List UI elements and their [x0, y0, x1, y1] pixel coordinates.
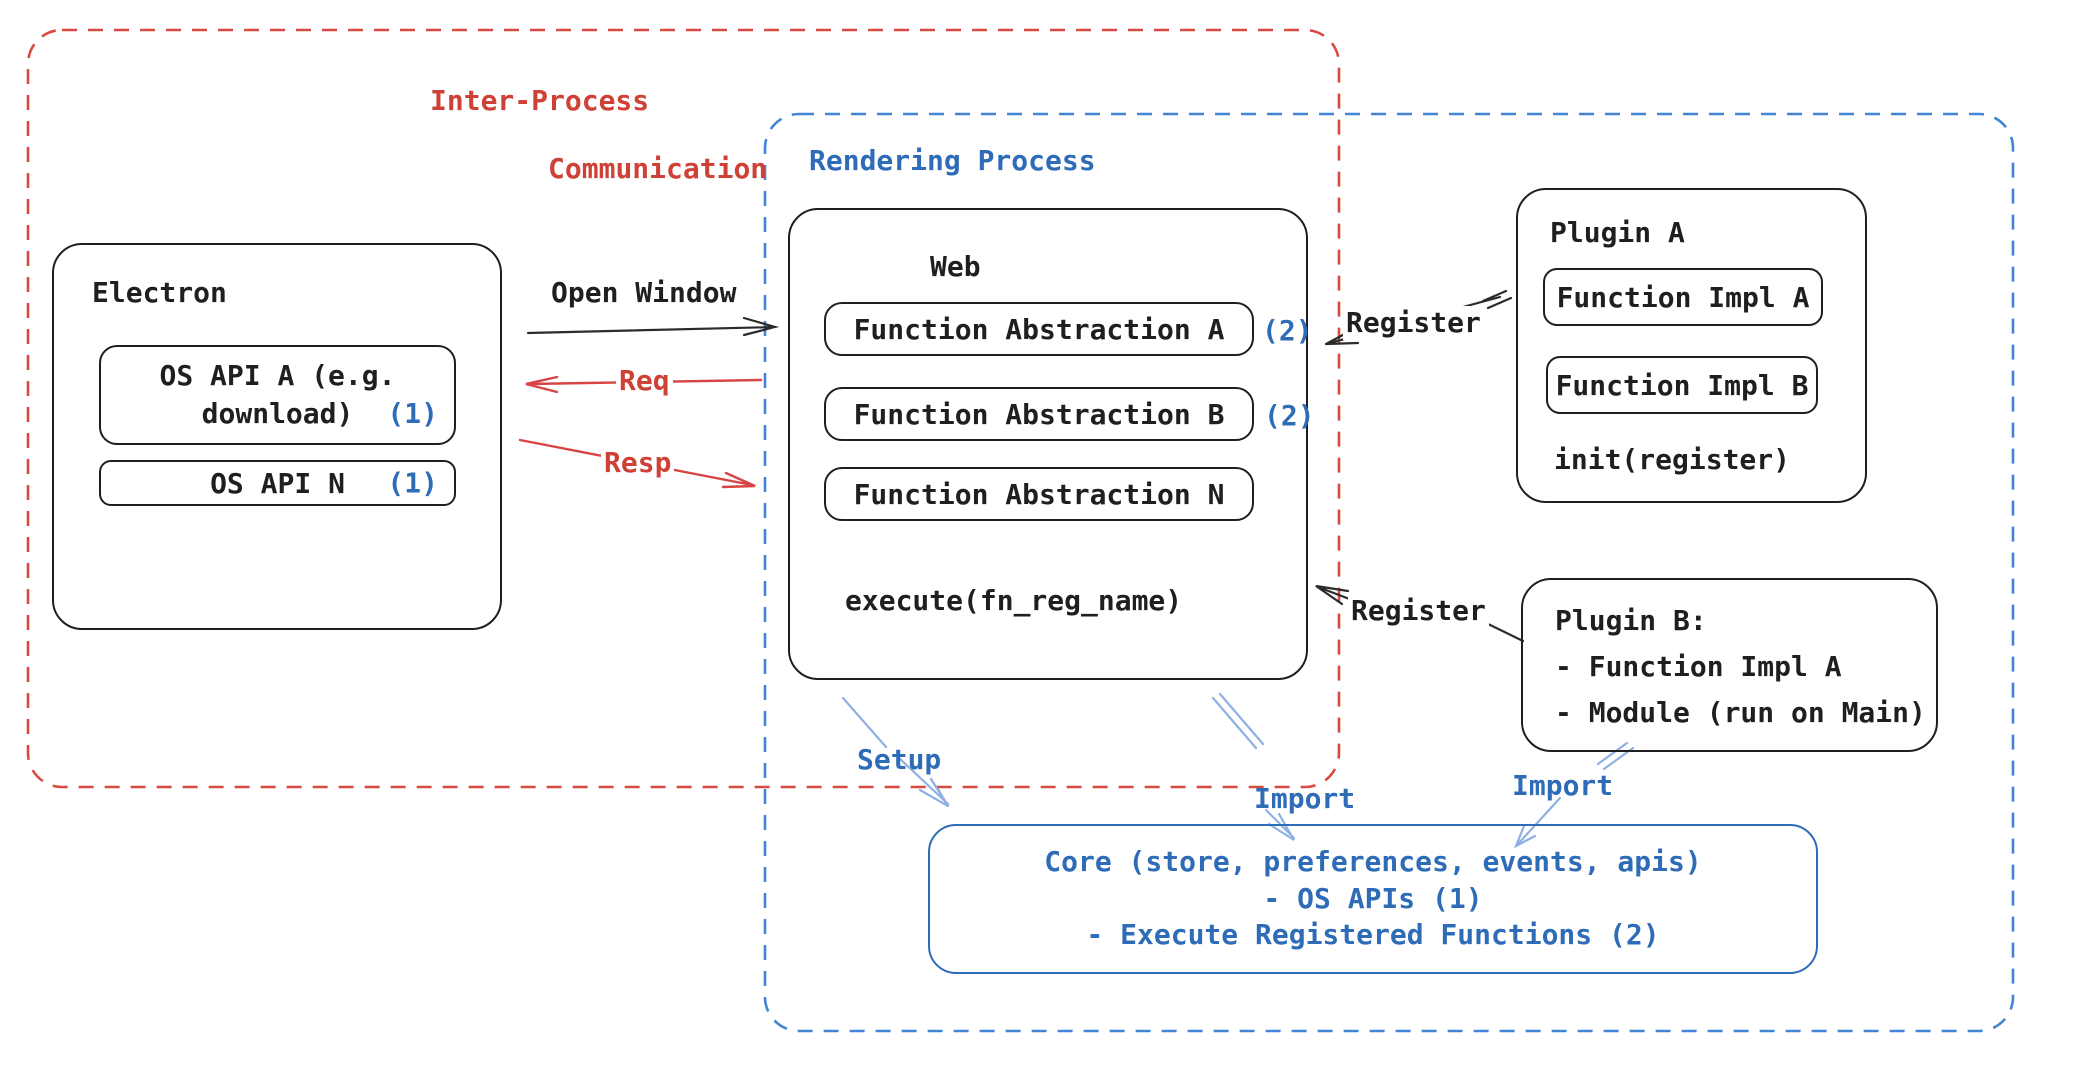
plugin-b-text: Plugin B: - Function Impl A - Module (run … — [1555, 598, 1926, 736]
ipc-boundary-box — [26, 28, 1341, 789]
open-window-arrow — [526, 316, 780, 337]
os-api-n-badge: (1) — [387, 466, 438, 500]
os-api-a-badge: (1) — [387, 397, 438, 431]
register-top-label: Register — [1343, 306, 1484, 341]
function-abstraction-n-box: Function Abstraction N — [824, 467, 1254, 521]
core-line2: - OS APIs (1) — [1263, 881, 1483, 915]
function-impl-b-label: Function Impl B — [1555, 368, 1809, 402]
core-line3: - Execute Registered Functions (2) — [1086, 918, 1660, 952]
function-abstraction-b-badge: (2) — [1264, 399, 1315, 432]
function-abstraction-n-label: Function Abstraction N — [853, 477, 1225, 511]
web-label: Web — [930, 250, 981, 283]
plugin-a-box — [1516, 188, 1867, 503]
electron-label: Electron — [92, 276, 227, 309]
os-api-n-box: OS API N (1) — [99, 460, 456, 506]
plugin-a-label: Plugin A — [1550, 216, 1685, 249]
function-abstraction-a-badge: (2) — [1262, 314, 1313, 347]
os-api-a-line2: download) — [201, 397, 354, 430]
function-impl-a-label: Function Impl A — [1556, 280, 1810, 314]
os-api-a-line1: OS API A (e.g. — [159, 359, 396, 393]
resp-label: Resp — [601, 446, 675, 481]
ipc-title-line2: Communication — [548, 152, 768, 186]
rendering-title: Rendering Process — [809, 144, 1096, 177]
plugin-b-line1: Plugin B: — [1555, 604, 1707, 637]
plugin-b-box: Plugin B: - Function Impl A - Module (run … — [1521, 578, 1938, 752]
execute-label: execute(fn_reg_name) — [845, 584, 1183, 617]
os-api-a-box: OS API A (e.g. download) (1) — [99, 345, 456, 445]
ipc-title-line1: Inter-Process — [430, 84, 650, 117]
core-text: Core (store, preferences, events, apis)-… — [930, 826, 1816, 972]
function-abstraction-b-box: Function Abstraction B — [824, 387, 1254, 441]
electron-box — [52, 243, 502, 630]
web-box — [788, 208, 1308, 680]
function-impl-b-box: Function Impl B — [1546, 356, 1818, 414]
import-plugin-b-label: Import — [1512, 769, 1614, 802]
plugin-b-line3: - Module (run on Main) — [1555, 695, 1926, 729]
function-abstraction-b-label: Function Abstraction B — [853, 397, 1225, 431]
import-plugin-b-arrow — [1513, 741, 1635, 849]
open-window-label: Open Window — [551, 276, 737, 309]
plugin-b-line2: - Function Impl A — [1555, 649, 1842, 683]
register-bottom-label: Register — [1348, 594, 1489, 629]
import-mid-label: Import — [1254, 782, 1356, 815]
function-impl-a-box: Function Impl A — [1543, 268, 1823, 326]
req-label: Req — [616, 364, 673, 399]
core-line1: Core (store, preferences, events, apis) — [1044, 844, 1702, 878]
setup-label: Setup — [857, 743, 942, 776]
import-mid-arrow — [1211, 692, 1296, 841]
setup-arrow — [841, 696, 950, 808]
init-register-label: init(register) — [1554, 443, 1791, 476]
ipc-title: Inter-Process Communication — [430, 84, 767, 186]
function-abstraction-a-label: Function Abstraction A — [853, 312, 1225, 346]
os-api-n-label: OS API N — [210, 466, 345, 500]
core-box: Core (store, preferences, events, apis)-… — [928, 824, 1818, 974]
function-abstraction-a-box: Function Abstraction A — [824, 302, 1254, 356]
